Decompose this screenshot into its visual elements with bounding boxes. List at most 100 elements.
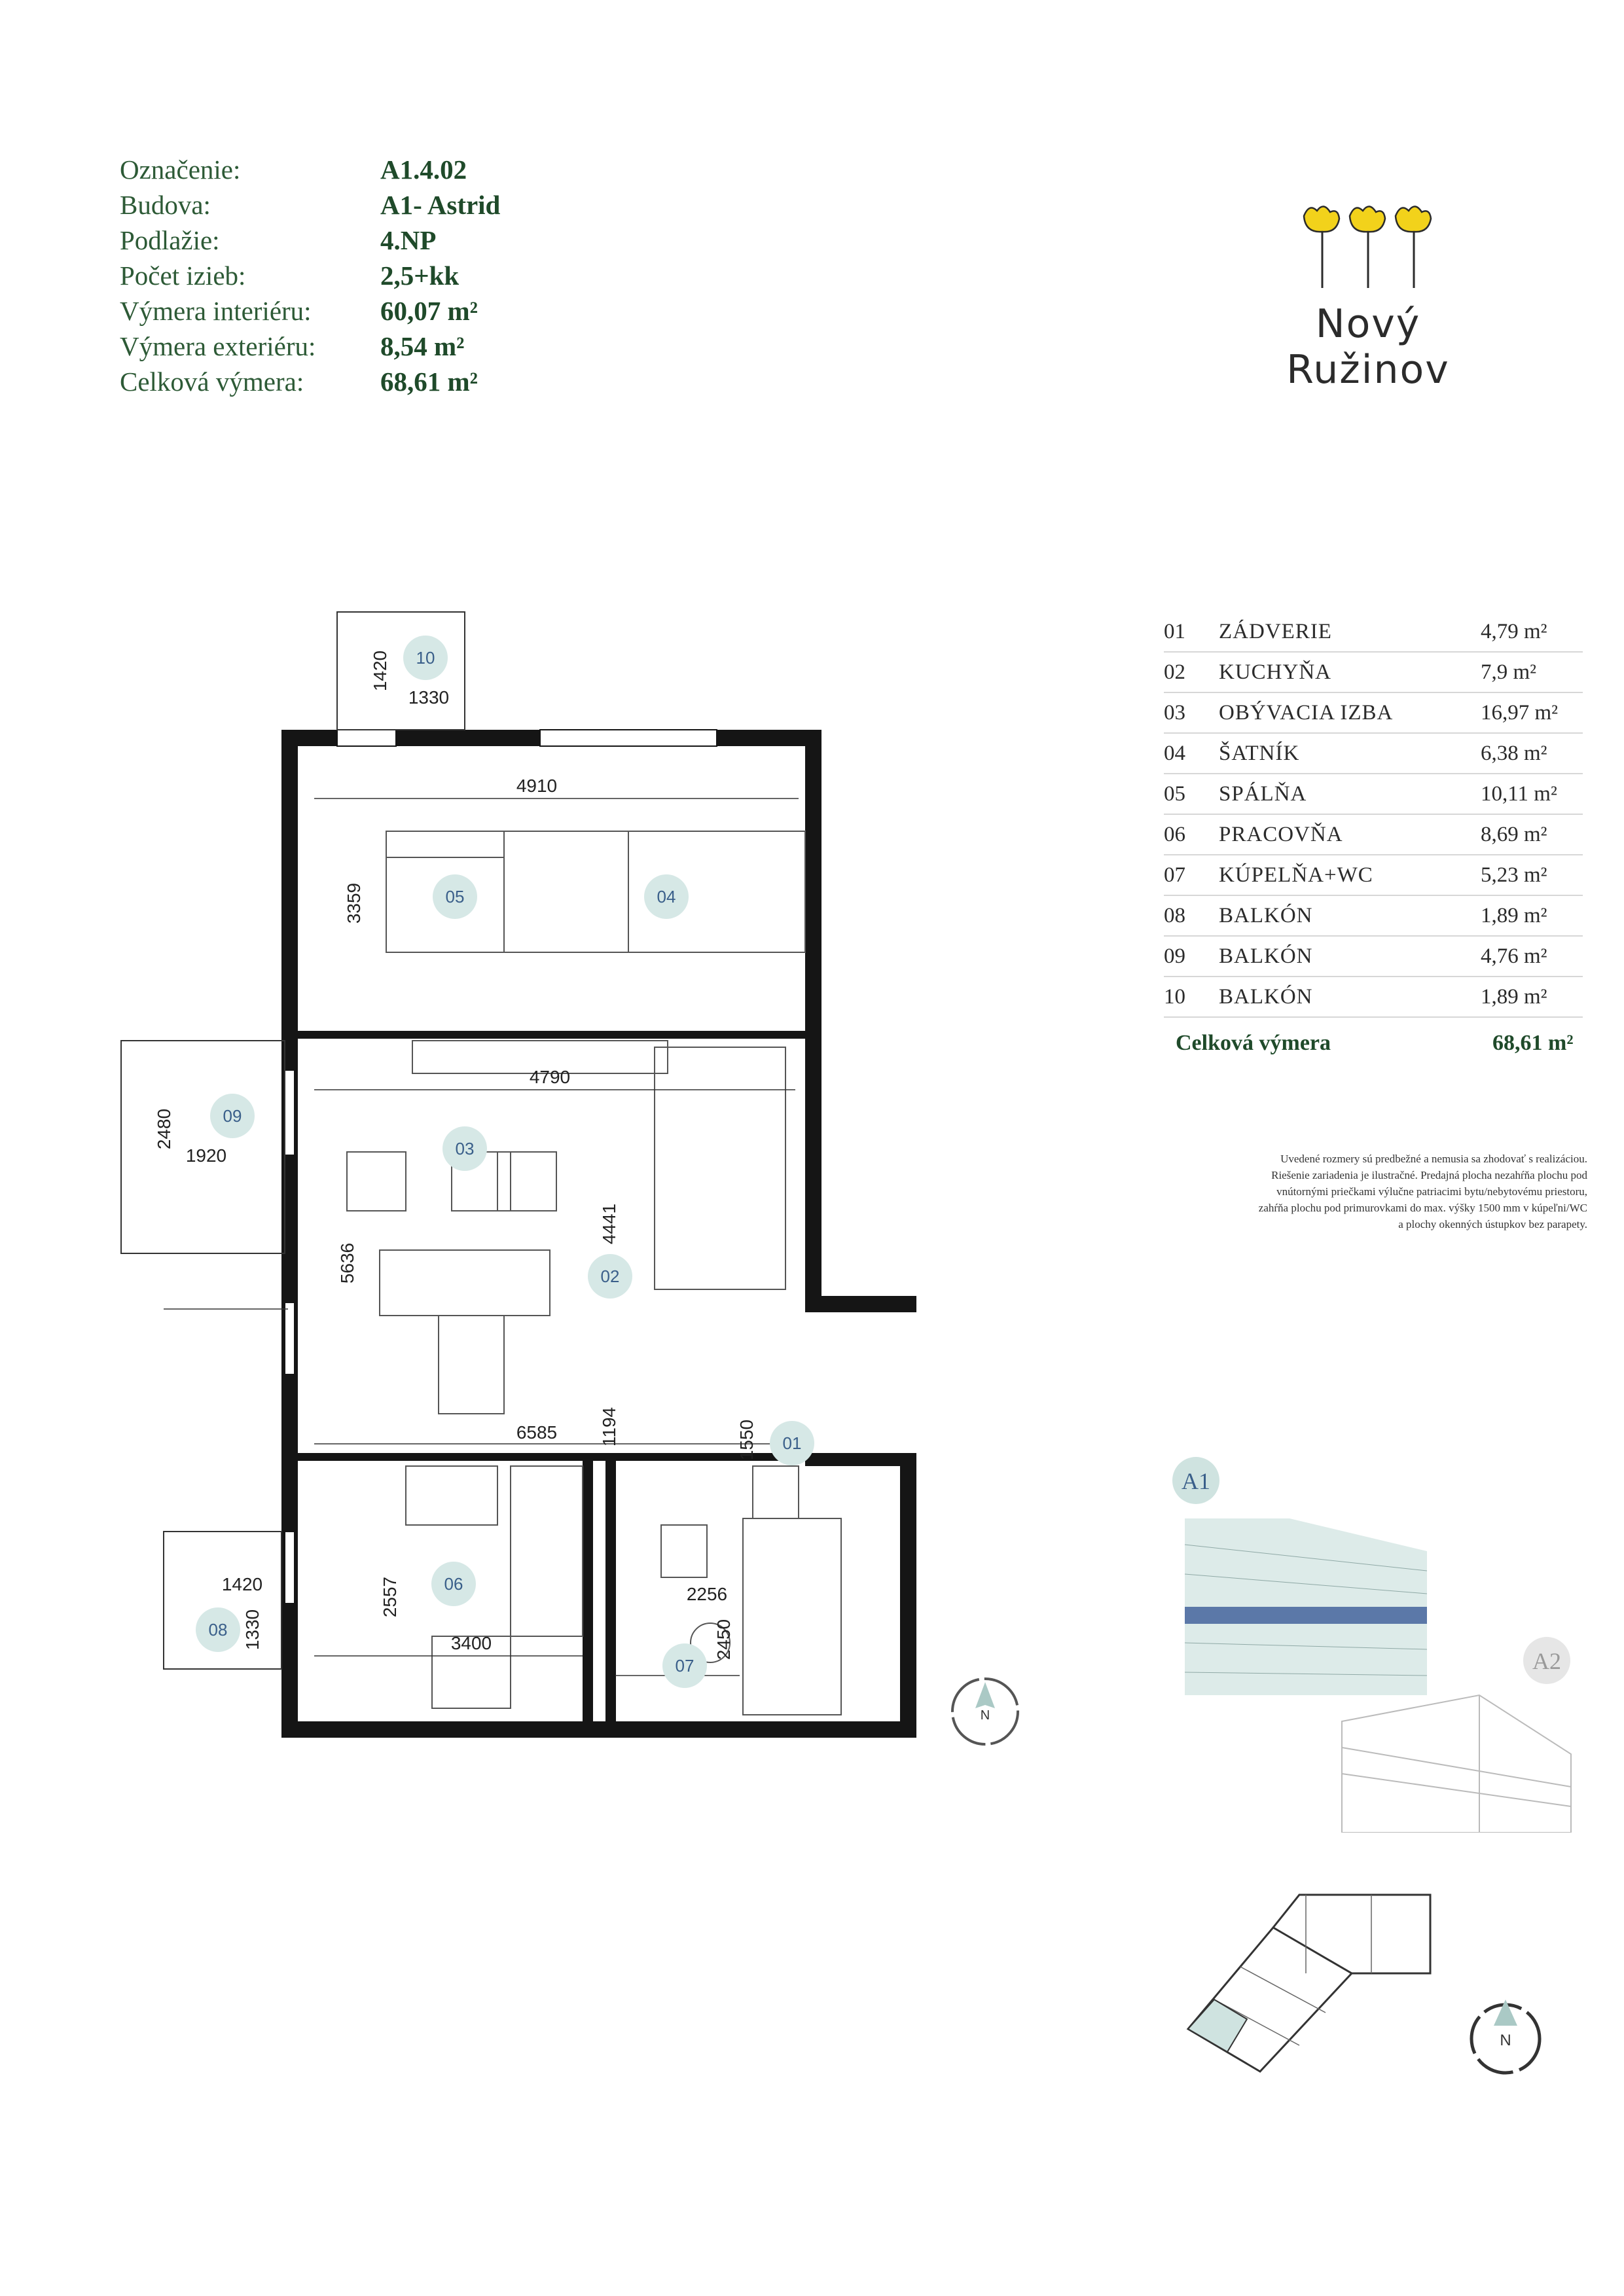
info-value: A1- Astrid bbox=[380, 190, 501, 220]
room-number: 05 bbox=[1164, 781, 1185, 806]
site-compass-label: N bbox=[1500, 2032, 1511, 2049]
info-row: Označenie: A1.4.02 bbox=[120, 152, 500, 187]
room-area: 1,89 m² bbox=[1481, 984, 1547, 1009]
room-tag: 09 bbox=[223, 1106, 242, 1126]
room-name: OBÝVACIA IZBA bbox=[1219, 700, 1394, 725]
info-label: Označenie: bbox=[120, 154, 241, 185]
logo: Nový Ružinov bbox=[1231, 196, 1506, 393]
disclaimer-line: Uvedené rozmery sú predbežné a nemusia s… bbox=[1280, 1153, 1587, 1165]
site-compass-icon: N bbox=[1470, 2000, 1542, 2075]
room-number: 08 bbox=[1164, 903, 1185, 927]
dim-label: 3359 bbox=[344, 883, 364, 924]
dim-label: 4790 bbox=[530, 1067, 570, 1087]
info-label: Celková výmera: bbox=[120, 367, 304, 397]
dim-label: 1330 bbox=[408, 687, 449, 708]
room-name: KÚPELŇA+WC bbox=[1219, 863, 1373, 887]
info-value: 4.NP bbox=[380, 225, 437, 255]
room-area: 7,9 m² bbox=[1481, 660, 1537, 684]
info-value: A1.4.02 bbox=[380, 154, 467, 185]
room-name: ZÁDVERIE bbox=[1219, 619, 1332, 643]
info-label: Podlažie: bbox=[120, 225, 220, 255]
building-a1-label: A1 bbox=[1182, 1468, 1210, 1494]
disclaimer: Uvedené rozmery sú predbežné a nemusia s… bbox=[1149, 1151, 1587, 1232]
dim-label: 2480 bbox=[154, 1109, 174, 1149]
dim-label: 6585 bbox=[516, 1422, 557, 1443]
room-tag: 06 bbox=[444, 1574, 463, 1594]
room-area: 16,97 m² bbox=[1481, 700, 1559, 725]
room-area: 8,69 m² bbox=[1481, 822, 1547, 846]
room-table: 01 ZÁDVERIE 4,79 m² 02 KUCHYŇA 7,9 m² 03 OBÝV… bbox=[1164, 612, 1583, 1069]
info-row: Budova: A1- Astrid bbox=[120, 187, 500, 223]
room-number: 07 bbox=[1164, 863, 1185, 887]
dim-label: 1330 bbox=[242, 1609, 262, 1650]
room-row: 07 KÚPELŇA+WC 5,23 m² bbox=[1164, 855, 1583, 896]
room-number: 04 bbox=[1164, 741, 1185, 765]
disclaimer-line: vnútornými priečkami výlučne patriacimi … bbox=[1276, 1185, 1587, 1198]
info-row: Počet izieb: 2,5+kk bbox=[120, 258, 500, 293]
dim-label: 2256 bbox=[687, 1584, 727, 1604]
dim-label: 1194 bbox=[599, 1407, 619, 1446]
info-row: Výmera interiéru:60,07 m² bbox=[120, 293, 500, 329]
disclaimer-line: Riešenie zariadenia je ilustračné. Preda… bbox=[1271, 1169, 1587, 1181]
building-a2-label: A2 bbox=[1532, 1648, 1561, 1674]
room-number: 10 bbox=[1164, 984, 1185, 1009]
dim-label: 2450 bbox=[713, 1619, 734, 1660]
info-label: Výmera interiéru: bbox=[120, 296, 312, 326]
room-name: KUCHYŇA bbox=[1219, 660, 1331, 684]
dim-label: 1550 bbox=[736, 1420, 757, 1460]
compass-label: N bbox=[981, 1708, 990, 1723]
info-label: Výmera exteriéru: bbox=[120, 331, 316, 361]
total-value: 68,61 m² bbox=[1492, 1031, 1574, 1055]
room-tag: 08 bbox=[209, 1620, 228, 1640]
dim-label: 4441 bbox=[599, 1204, 619, 1244]
dim-label: 3400 bbox=[451, 1633, 492, 1653]
room-row: 03 OBÝVACIA IZBA 16,97 m² bbox=[1164, 693, 1583, 734]
info-value: 8,54 m² bbox=[380, 331, 465, 361]
room-number: 09 bbox=[1164, 944, 1185, 968]
building-a2-illustration: A2 bbox=[1341, 1637, 1572, 1833]
room-tag: 01 bbox=[783, 1433, 802, 1453]
site-plan bbox=[1186, 1893, 1432, 2073]
room-row: 01 ZÁDVERIE 4,79 m² bbox=[1164, 612, 1583, 653]
room-name: BALKÓN bbox=[1219, 903, 1313, 927]
floor-plan: 01 02 03 04 05 06 07 08 09 10 1420 1330 … bbox=[120, 611, 916, 1738]
info-row: Výmera exteriéru: 8,54 m² bbox=[120, 329, 500, 364]
info-row: Celková výmera:68,61 m² bbox=[120, 364, 500, 399]
room-number: 03 bbox=[1164, 700, 1185, 725]
room-name: BALKÓN bbox=[1219, 984, 1313, 1009]
room-area: 4,79 m² bbox=[1481, 619, 1547, 643]
room-area: 4,76 m² bbox=[1481, 944, 1547, 968]
room-name: PRACOVŇA bbox=[1219, 822, 1343, 846]
dim-label: 2557 bbox=[380, 1577, 400, 1617]
room-tag: 05 bbox=[446, 887, 465, 906]
room-area: 6,38 m² bbox=[1481, 741, 1547, 765]
room-row: 09 BALKÓN 4,76 m² bbox=[1164, 937, 1583, 977]
room-name: BALKÓN bbox=[1219, 944, 1313, 968]
compass-icon: N bbox=[951, 1677, 1019, 1746]
room-row: 04 ŠATNÍK 6,38 m² bbox=[1164, 734, 1583, 774]
room-tag: 03 bbox=[456, 1139, 475, 1158]
info-label: Počet izieb: bbox=[120, 260, 246, 291]
info-label: Budova: bbox=[120, 190, 211, 220]
room-tag: 04 bbox=[657, 887, 676, 906]
room-tag: 10 bbox=[416, 648, 435, 668]
room-row: 02 KUCHYŇA 7,9 m² bbox=[1164, 653, 1583, 693]
info-value: 2,5+kk bbox=[380, 260, 460, 291]
logo-text: Nový Ružinov bbox=[1286, 301, 1450, 393]
building-a1-illustration: A1 bbox=[1172, 1457, 1428, 1695]
room-name: SPÁLŇA bbox=[1219, 781, 1307, 806]
flowers-icon bbox=[1303, 206, 1432, 288]
info-row: Podlažie: 4.NP bbox=[120, 223, 500, 258]
room-area: 5,23 m² bbox=[1481, 863, 1547, 887]
room-name: ŠATNÍK bbox=[1219, 741, 1300, 765]
room-number: 01 bbox=[1164, 619, 1185, 643]
room-row: 10 BALKÓN 1,89 m² bbox=[1164, 977, 1583, 1018]
room-number: 02 bbox=[1164, 660, 1185, 684]
disclaimer-line: a plochy okenných ústupkov bez parapety. bbox=[1398, 1218, 1587, 1230]
disclaimer-line: zahŕňa plochu pod primurovkami do max. v… bbox=[1258, 1202, 1587, 1214]
apartment-info: Označenie: A1.4.02 Budova: A1- Astrid Podl… bbox=[120, 152, 500, 399]
